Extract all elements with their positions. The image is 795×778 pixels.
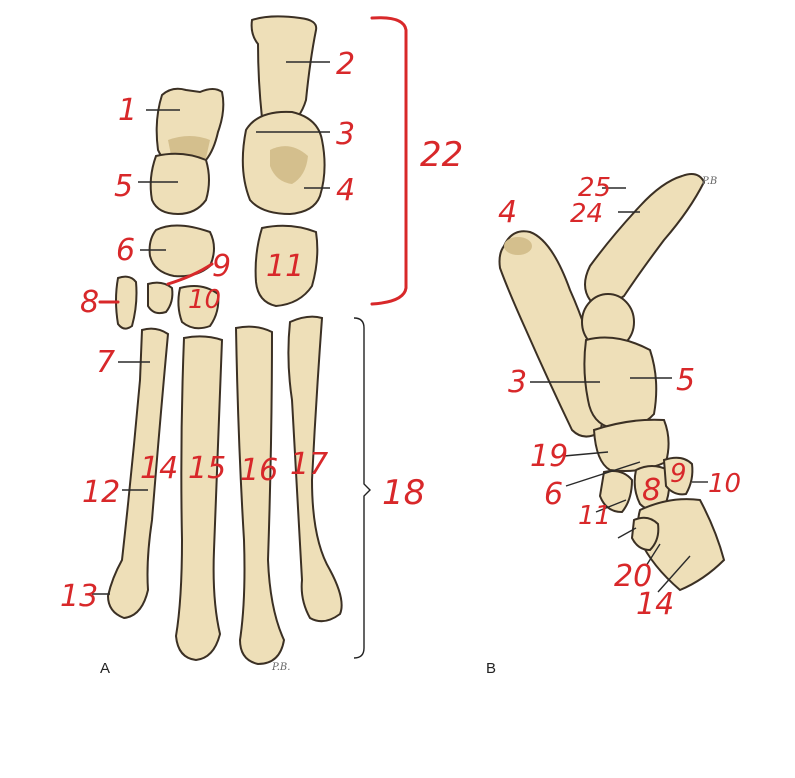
signature-a: P.B.: [271, 662, 290, 673]
bone-a-metacarpal-3: [174, 335, 224, 662]
panel-a-leaders: [92, 61, 330, 595]
label-a-22: 22: [420, 135, 463, 175]
label-b-20: 20: [614, 559, 652, 594]
label-a-9: 9: [212, 249, 231, 284]
bone-b-9: [662, 456, 694, 496]
label-a-16: 16: [240, 453, 278, 488]
label-a-12: 12: [82, 475, 120, 510]
label-a-10: 10: [188, 285, 221, 315]
panel-label-a: A: [100, 660, 110, 677]
label-a-14: 14: [140, 451, 178, 486]
label-a-7: 7: [96, 345, 115, 380]
bone-a-metacarpal-2: [106, 327, 170, 620]
label-b-19: 19: [530, 439, 568, 474]
panel-b-labels: 25 24 4 3 5 19 6 8 9 10 11 20 14: [498, 173, 741, 622]
bracket-22: [370, 16, 408, 306]
bracket-18: [353, 317, 371, 659]
panel-a-labels: 1 2 3 4 5 6 7 8 9 10 11 12 13 14 15 16 1…: [60, 47, 463, 614]
signature-b: P.B: [701, 176, 717, 187]
bone-a-2: [250, 15, 318, 128]
bone-b-5: [583, 336, 658, 430]
panel-b-leaders: [530, 187, 708, 593]
label-b-3: 3: [508, 365, 527, 400]
label-b-25: 25: [578, 173, 611, 203]
label-b-4: 4: [498, 195, 517, 230]
label-b-14: 14: [636, 587, 674, 622]
label-a-1: 1: [118, 93, 137, 128]
label-b-24: 24: [570, 199, 603, 229]
label-a-13: 13: [60, 579, 98, 614]
label-b-11: 11: [578, 501, 611, 531]
bone-a-metacarpal-4: [234, 325, 286, 666]
label-b-9: 9: [670, 459, 687, 489]
bone-a-8: [115, 275, 138, 330]
panel-a-illustration: [106, 15, 343, 666]
label-a-18: 18: [382, 473, 425, 513]
label-b-6: 6: [544, 477, 563, 512]
bone-a-11: [254, 224, 319, 308]
label-a-5: 5: [114, 169, 133, 204]
label-a-2: 2: [336, 47, 355, 82]
bone-a-metacarpal-5: [287, 315, 343, 623]
bone-a-5: [149, 152, 210, 216]
label-b-5: 5: [676, 363, 695, 398]
label-a-8: 8: [80, 285, 99, 320]
label-b-10: 10: [708, 469, 741, 499]
label-a-17: 17: [290, 447, 328, 482]
label-b-8: 8: [642, 473, 661, 508]
bone-b-small: [598, 470, 634, 514]
label-a-15: 15: [188, 451, 226, 486]
label-a-4: 4: [336, 173, 355, 208]
panel-label-b: B: [486, 660, 496, 677]
bone-b-6: [592, 418, 670, 472]
bone-a-10: [177, 285, 220, 330]
bone-a-9: [147, 281, 174, 315]
bone-b-20: [630, 516, 660, 552]
panel-b-illustration: [498, 173, 726, 592]
label-a-3: 3: [336, 117, 355, 152]
label-a-11: 11: [266, 249, 304, 284]
label-a-6: 6: [116, 233, 135, 268]
